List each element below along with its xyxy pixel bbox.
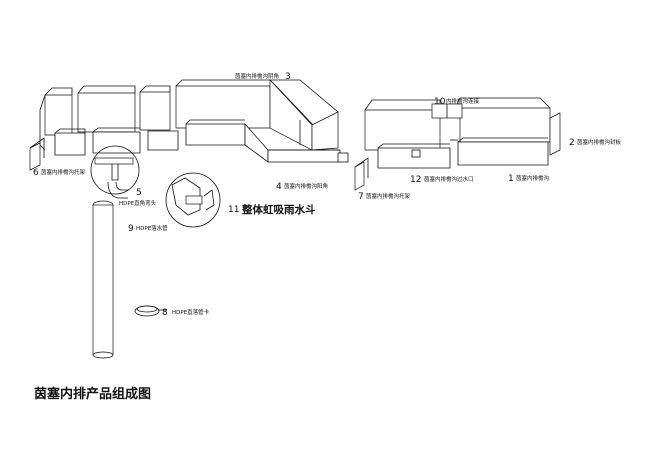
label-8-num: 8: [162, 308, 168, 318]
siphon-drain-detail: [165, 172, 221, 228]
label-2-num: 2: [569, 138, 575, 148]
label-1: 1 茵塞内排檐沟: [508, 174, 550, 184]
label-7-text: 茵塞内排檐沟托架: [366, 192, 411, 200]
middle-bracket: [354, 157, 369, 191]
label-3-num: 3: [285, 72, 291, 82]
label-2: 2 茵塞内排檐沟封板: [569, 138, 622, 148]
label-9: 9 HDPE落水管: [128, 224, 168, 234]
downpipe: [92, 200, 114, 359]
label-10: 10 内排檐沟连接: [434, 97, 480, 107]
label-11-text: 整体虹吸雨水斗: [241, 203, 316, 216]
label-5-num: 5: [136, 188, 142, 198]
label-11: 11 整体虹吸雨水斗: [228, 203, 316, 216]
label-7-num: 7: [358, 192, 364, 202]
label-3: 茵塞内排檐沟阴角 3: [235, 72, 291, 82]
label-6-num: 6: [33, 168, 39, 178]
label-4-text: 茵塞内排檐沟阳角: [284, 182, 328, 190]
label-5: 5 HDPE直角弯头: [119, 188, 157, 207]
pipe-clamp: [134, 305, 166, 317]
left-gutter: [54, 119, 349, 163]
left-bracket: [29, 137, 45, 171]
label-11-num: 11: [228, 205, 239, 215]
right-gutter: [377, 137, 549, 169]
label-4: 4 茵塞内排檐沟阳角: [276, 182, 328, 192]
label-12: 12 茵塞内排檐沟过水口: [410, 175, 474, 185]
label-2-text: 茵塞内排檐沟封板: [577, 138, 622, 146]
label-7: 7 茵塞内排檐沟托架: [358, 192, 411, 202]
label-10-text: 内排檐沟连接: [446, 97, 480, 105]
label-6-text: 茵塞内排檐沟托架: [41, 168, 86, 176]
left-building: [39, 79, 339, 151]
right-building: [364, 97, 561, 156]
label-6: 6 茵塞内排檐沟托架: [33, 168, 86, 178]
label-9-text: HDPE落水管: [136, 224, 168, 232]
label-4-num: 4: [276, 182, 282, 192]
label-1-num: 1: [508, 174, 514, 184]
diagram-title: 茵塞内排产品组成图: [34, 386, 151, 402]
label-12-num: 12: [410, 175, 421, 185]
label-1-text: 茵塞内排檐沟: [516, 174, 550, 182]
label-9-num: 9: [128, 224, 134, 234]
label-10-num: 10: [434, 97, 446, 107]
label-8-text: HDPE直落管卡: [172, 308, 210, 316]
label-12-text: 茵塞内排檐沟过水口: [424, 175, 474, 183]
label-3-text: 茵塞内排檐沟阴角: [235, 72, 279, 80]
label-5-text: HDPE直角弯头: [119, 199, 157, 207]
outlet-detail-circle: [90, 145, 140, 199]
label-8: 8 HDPE直落管卡: [162, 308, 210, 318]
